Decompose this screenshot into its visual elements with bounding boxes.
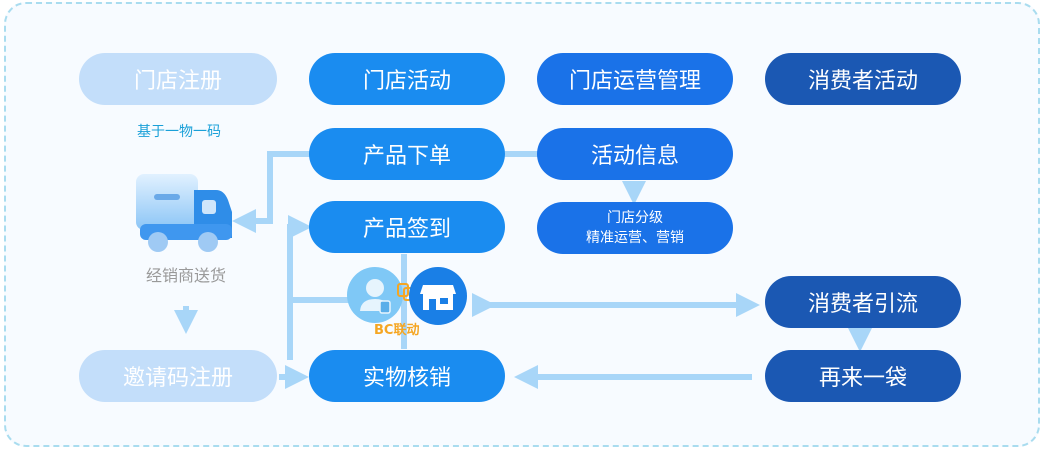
node-store-register: 门店注册 [79, 53, 277, 105]
truck-icon [136, 174, 232, 252]
label-dealer-delivery: 经销商送货 [145, 266, 226, 285]
node-product-checkin: 产品签到 [309, 201, 505, 253]
node-store-activity: 门店活动 [309, 53, 505, 105]
order-to-truck-arrow [232, 151, 312, 233]
store-icon [409, 267, 467, 325]
label-bc-link: BC联动 [374, 323, 420, 338]
store-level-line2: 精准运营、营销 [586, 230, 684, 246]
node-invite-register: 邀请码注册 [79, 350, 277, 402]
user-icon [347, 267, 403, 323]
node-consumer-activity: 消费者活动 [765, 53, 961, 105]
node-consumer-attract: 消费者引流 [765, 276, 961, 328]
node-product-order: 产品下单 [309, 128, 505, 180]
node-store-level: 门店分级 精准运营、营销 [537, 202, 733, 254]
node-activity-info: 活动信息 [537, 128, 733, 180]
store-level-line1: 门店分级 [607, 210, 663, 226]
invite-to-checkin-arrow [287, 215, 312, 360]
label-one-item-one-code: 基于一物一码 [137, 124, 221, 140]
node-repurchase: 再来一袋 [765, 350, 961, 402]
node-physical-redeem: 实物核销 [309, 350, 505, 402]
node-store-ops: 门店运营管理 [537, 53, 733, 105]
